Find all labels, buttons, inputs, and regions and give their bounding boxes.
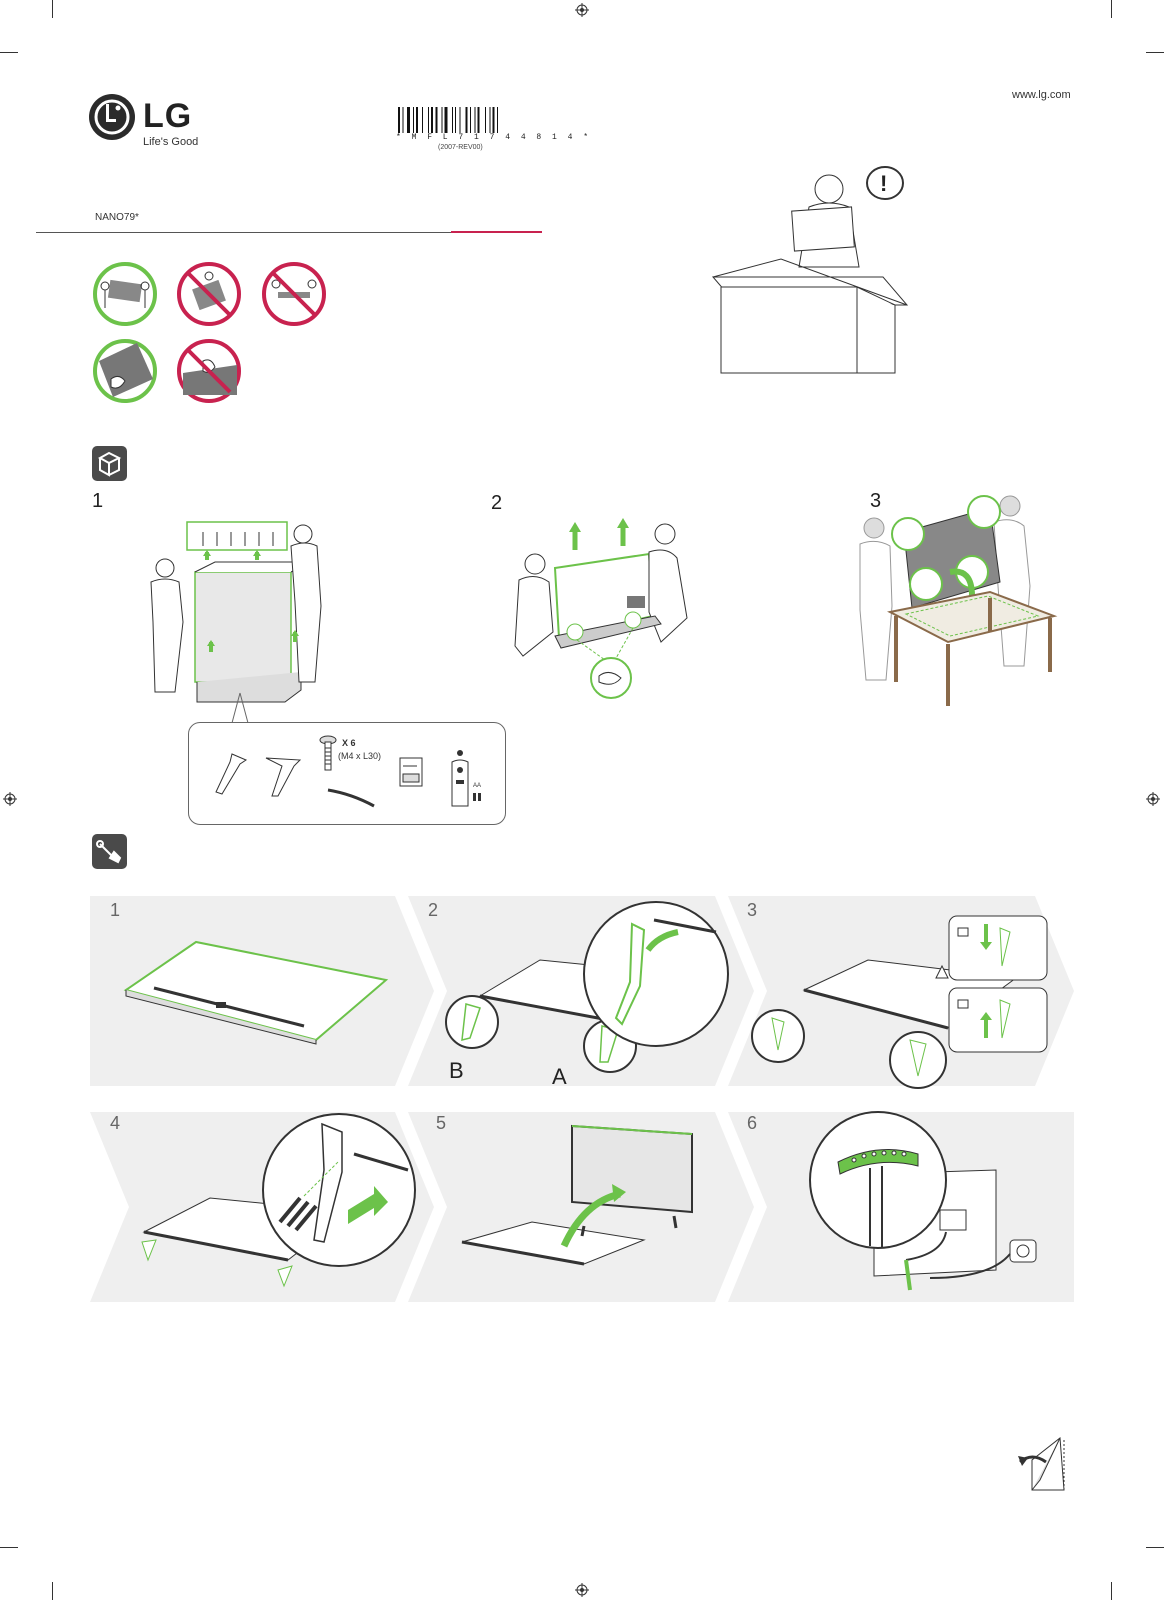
screw-stand-legs-illustration (141, 1113, 416, 1288)
assembly-step-number: 5 (436, 1113, 447, 1133)
carry-correct-icon (93, 262, 157, 326)
barcode-icon (398, 107, 498, 133)
unpack-section-icon (92, 446, 127, 481)
unbox-warning-illustration: ! (711, 166, 909, 374)
header-divider (36, 232, 451, 233)
cable-holder-icon (327, 788, 375, 808)
crop-mark (52, 1582, 53, 1600)
stand-tv-upright-illustration (461, 1124, 693, 1266)
battery-label: AA (473, 783, 482, 789)
assembly-step-number: 2 (428, 900, 439, 920)
carry-wrong-icon (177, 262, 241, 326)
crop-mark (1146, 52, 1164, 53)
model-number: NANO79* (95, 212, 139, 223)
assembly-section-icon (92, 834, 127, 869)
unpack-step-number: 1 (92, 490, 104, 512)
crop-mark (1111, 0, 1112, 18)
grip-correct-icon (93, 339, 157, 403)
registration-mark-icon (3, 792, 17, 806)
screw-icon (319, 735, 337, 771)
crop-mark (52, 0, 53, 18)
assembly-step-number: 3 (747, 900, 758, 920)
stand-label-a: A (552, 1064, 567, 1089)
unpack-step-number: 2 (491, 492, 503, 514)
assembly-step-number: 6 (747, 1113, 758, 1133)
revision-code: (2007-REV00) (438, 144, 483, 151)
unpack-step1-illustration (150, 521, 322, 703)
unpack-step-number: 3 (870, 490, 882, 512)
manual-icon (399, 757, 423, 787)
registration-mark-icon (575, 1583, 589, 1597)
crop-mark (0, 52, 18, 53)
brand-tagline: Life's Good (143, 136, 199, 148)
lg-logo-icon (89, 94, 135, 140)
stand-leg-icon (215, 753, 248, 795)
attach-stand-legs-illustration (445, 901, 729, 1073)
assembly-step-number: 4 (110, 1113, 121, 1133)
unpack-step2-illustration (514, 518, 688, 699)
turn-page-icon (1018, 1437, 1065, 1491)
tv-face-down-illustration (123, 940, 389, 1045)
unpack-step3-illustration (859, 495, 1058, 706)
barcode-number: * M F L 7 1 7 4 4 8 1 4 * (396, 133, 592, 142)
stand-label-b: B (449, 1058, 464, 1083)
registration-mark-icon (575, 3, 589, 17)
screw-size: (M4 x L30) (338, 751, 382, 761)
header-divider-accent (451, 231, 542, 233)
crop-mark (1111, 1582, 1112, 1600)
brand-name: LG (143, 97, 193, 135)
svg-text:!: ! (880, 171, 887, 196)
crop-mark (0, 1547, 18, 1548)
cable-management-illustration (809, 1111, 1037, 1291)
crop-mark (1146, 1547, 1164, 1548)
registration-mark-icon (1146, 792, 1160, 806)
stand-leg-icon (265, 757, 302, 797)
website-url: www.lg.com (1012, 89, 1071, 101)
screw-count: X 6 (342, 738, 356, 748)
remote-control-icon (451, 750, 469, 807)
battery-icon (473, 793, 481, 801)
lock-stand-legs-illustration (751, 915, 1048, 1089)
assembly-step-number: 1 (110, 900, 121, 920)
grip-wrong-icon (177, 339, 241, 403)
carry-flat-wrong-icon (262, 262, 326, 326)
callout-pointer-icon (231, 692, 249, 724)
